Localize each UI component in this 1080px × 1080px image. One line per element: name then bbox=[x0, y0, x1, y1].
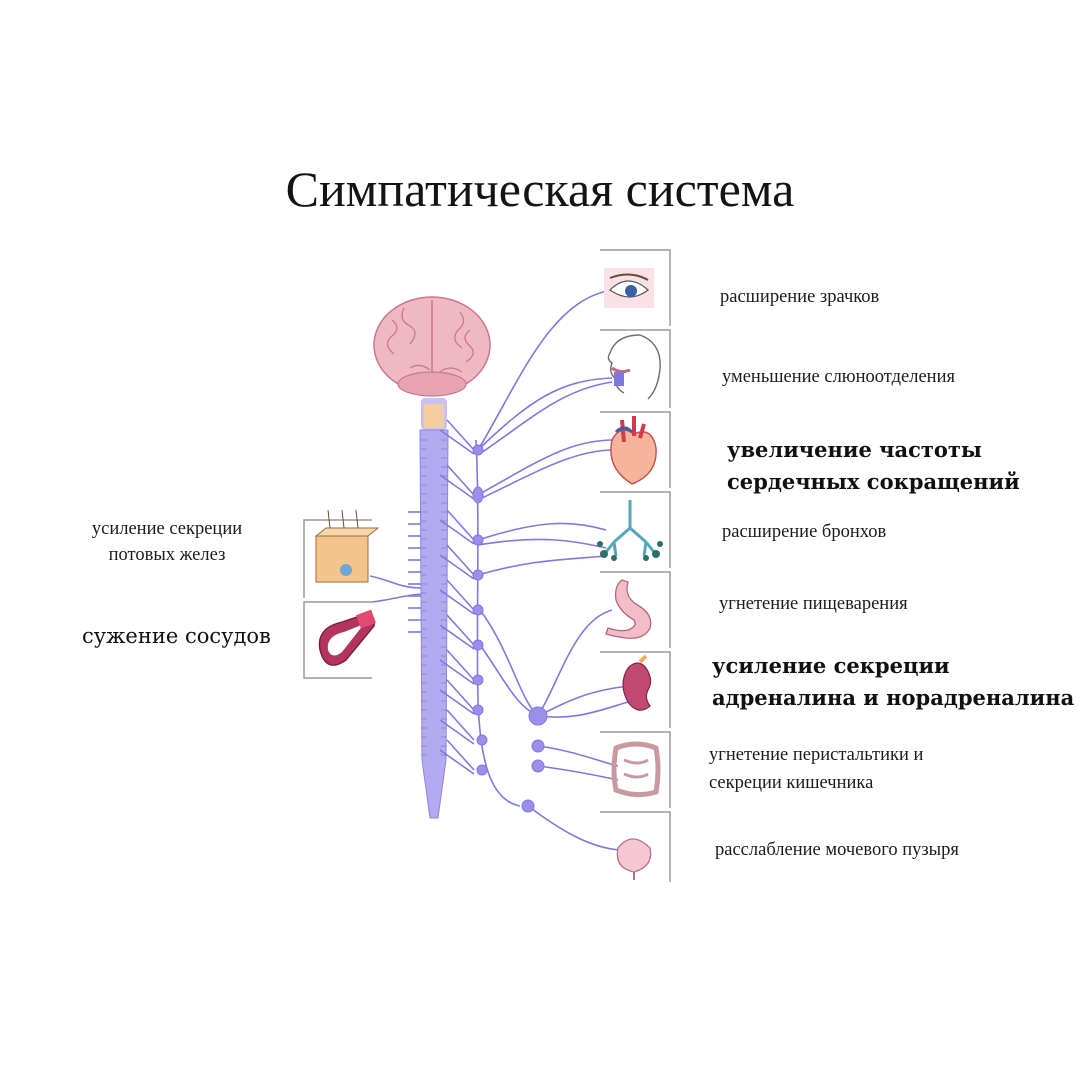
ramus-communicans bbox=[446, 679, 475, 711]
mesenteric-ganglion bbox=[531, 759, 545, 773]
pelvic-ganglion bbox=[521, 799, 535, 813]
fiber-to-bronchi bbox=[477, 538, 607, 549]
chain-ganglion bbox=[476, 764, 488, 776]
ramus-communicans bbox=[446, 544, 475, 576]
chain-ganglion bbox=[472, 486, 484, 504]
ramus-communicans bbox=[446, 419, 475, 451]
adrenal-kidney-icon bbox=[622, 654, 652, 711]
chain-ganglion bbox=[472, 704, 484, 716]
chain-ganglion bbox=[472, 534, 484, 546]
bronchi-icon bbox=[597, 500, 663, 561]
chain-ganglion bbox=[472, 674, 484, 686]
fiber-to-intestine bbox=[537, 765, 619, 781]
ramus-communicans bbox=[439, 589, 475, 615]
fiber-to-heart bbox=[477, 449, 615, 501]
label-intestine-line2: секреции кишечника bbox=[709, 773, 874, 793]
ramus-communicans bbox=[439, 429, 475, 455]
chain-ganglion bbox=[472, 569, 484, 581]
fiber-to-salivary bbox=[477, 381, 613, 456]
ramus-communicans bbox=[439, 554, 475, 580]
skin-sweat-gland-icon bbox=[314, 509, 380, 583]
label-bronchi-dilation: расширение бронхов bbox=[722, 522, 887, 542]
fiber-to-vessel bbox=[371, 593, 422, 603]
ramus-communicans bbox=[446, 509, 475, 541]
ramus-communicans bbox=[439, 719, 475, 745]
brain-icon bbox=[373, 296, 491, 397]
celiac-ganglion bbox=[528, 706, 548, 726]
ramus-communicans bbox=[446, 464, 475, 496]
ramus-communicans bbox=[446, 709, 475, 741]
ramus-communicans bbox=[446, 739, 475, 771]
fiber-to-intestine bbox=[537, 745, 619, 767]
ramus-communicans bbox=[446, 579, 475, 611]
ramus-communicans bbox=[439, 624, 475, 650]
heart-icon bbox=[610, 416, 657, 485]
label-pupil-dilation: расширение зрачков bbox=[720, 287, 880, 307]
sympathetic-chain-ganglia bbox=[472, 444, 548, 813]
label-heart-rate-line1: увеличение частоты bbox=[727, 437, 982, 462]
spinal-cord bbox=[419, 398, 449, 819]
fiber-to-sweat-gland bbox=[369, 575, 422, 589]
mesenteric-ganglion bbox=[531, 739, 545, 753]
chain-ganglion bbox=[472, 604, 484, 616]
intestine-icon bbox=[611, 741, 661, 798]
label-intestine-line1: угнетение перистальтики и bbox=[709, 745, 924, 765]
organ-frames bbox=[303, 249, 671, 882]
nerve-fibers bbox=[369, 289, 631, 851]
ramus-communicans bbox=[439, 749, 475, 775]
bladder-icon bbox=[616, 838, 652, 880]
ramus-communicans bbox=[439, 474, 475, 500]
chain-ganglion bbox=[472, 639, 484, 651]
label-digestion-inhibition: угнетение пищеварения bbox=[719, 594, 908, 614]
diagram-title: Симпатическая система bbox=[285, 161, 795, 217]
chain-ganglion bbox=[472, 444, 484, 456]
fiber-to-bronchi bbox=[477, 522, 607, 541]
label-bladder-relaxation: расслабление мочевого пузыря bbox=[715, 840, 959, 860]
fiber-to-heart bbox=[477, 439, 615, 496]
label-sweat-line1: усиление секреции bbox=[91, 519, 243, 539]
fiber-to-stomach bbox=[537, 609, 613, 717]
chain-ganglion bbox=[476, 734, 488, 746]
label-adrenaline-line1: усиление секреции bbox=[712, 653, 950, 678]
eye-icon bbox=[604, 268, 654, 308]
ramus-communicans bbox=[446, 614, 475, 646]
label-reduced-salivation: уменьшение слюноотделения bbox=[722, 367, 955, 387]
fiber-to-bronchi bbox=[477, 555, 607, 576]
blood-vessel-icon bbox=[318, 609, 376, 666]
ramus-communicans bbox=[439, 689, 475, 715]
fiber-to-adrenal bbox=[537, 685, 631, 717]
fiber-to-adrenal bbox=[537, 701, 629, 718]
stomach-icon bbox=[605, 579, 652, 639]
mouth-head-icon bbox=[607, 334, 661, 400]
fiber-to-salivary bbox=[477, 377, 613, 451]
fiber-to-eye bbox=[477, 289, 613, 451]
label-sweat-line2: потовых желез bbox=[108, 545, 226, 565]
ramus-communicans bbox=[446, 649, 475, 681]
label-adrenaline-line2: адреналина и норадреналина bbox=[712, 685, 1075, 710]
label-vasoconstriction: сужение сосудов bbox=[82, 624, 271, 648]
ramus-communicans bbox=[439, 519, 475, 545]
ramus-communicans bbox=[439, 659, 475, 685]
splanchnic-nerve bbox=[479, 609, 539, 717]
fiber-to-bladder bbox=[527, 805, 621, 851]
label-heart-rate-line2: сердечных сокращений bbox=[727, 469, 1020, 494]
